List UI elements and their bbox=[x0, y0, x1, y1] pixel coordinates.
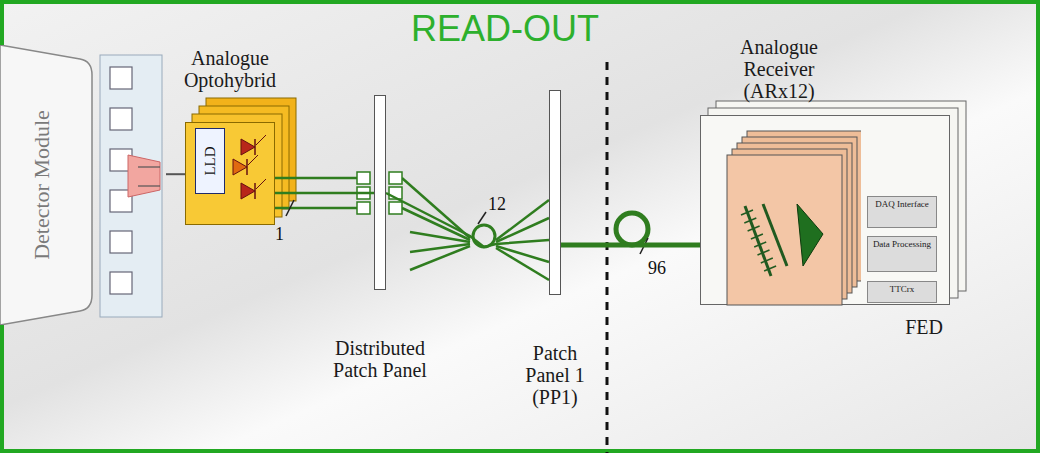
patch-panel: Patch Panel 1 (PP1) bbox=[549, 90, 561, 295]
node-label: Distributed Patch Panel bbox=[330, 337, 430, 381]
detector-module: Detector Module bbox=[0, 45, 166, 325]
node-label: DAQ Interface bbox=[868, 197, 936, 213]
node-label: Detector Module bbox=[29, 110, 55, 260]
laser-driver: LLD bbox=[195, 128, 225, 194]
node-caption: FED bbox=[905, 316, 943, 338]
node-label: Analogue Receiver (ARx12) bbox=[729, 36, 829, 102]
function-box: DAQ Interface bbox=[867, 196, 937, 228]
fibers bbox=[275, 178, 549, 280]
optical-fiber bbox=[561, 243, 700, 248]
node-label: Data Processing bbox=[868, 237, 936, 253]
fiber-count: 12 bbox=[488, 194, 506, 215]
module-outline bbox=[0, 45, 166, 325]
node-label: Patch Panel 1 (PP1) bbox=[515, 342, 595, 408]
fiber-count: 96 bbox=[648, 258, 666, 279]
fiber-count: 1 bbox=[275, 224, 284, 245]
optical-fiber bbox=[386, 193, 549, 247]
title: READ-OUT bbox=[390, 8, 620, 50]
optohybrid: Analogue OptohybridLLD bbox=[185, 122, 275, 225]
boundary-line bbox=[606, 62, 609, 453]
function-box: TTCrx bbox=[867, 281, 937, 303]
optical-fiber bbox=[275, 192, 374, 195]
receiver-cards bbox=[701, 116, 861, 306]
patch-panel: Distributed Patch Panel bbox=[374, 95, 386, 290]
node-label: TTCrx bbox=[868, 282, 936, 298]
node-label: Analogue Optohybrid bbox=[174, 47, 286, 91]
function-box: Data Processing bbox=[867, 236, 937, 272]
fed-board: Analogue Receiver (ARx12)FEDDAQ Interfac… bbox=[700, 115, 950, 305]
node-label: LLD bbox=[202, 146, 219, 175]
